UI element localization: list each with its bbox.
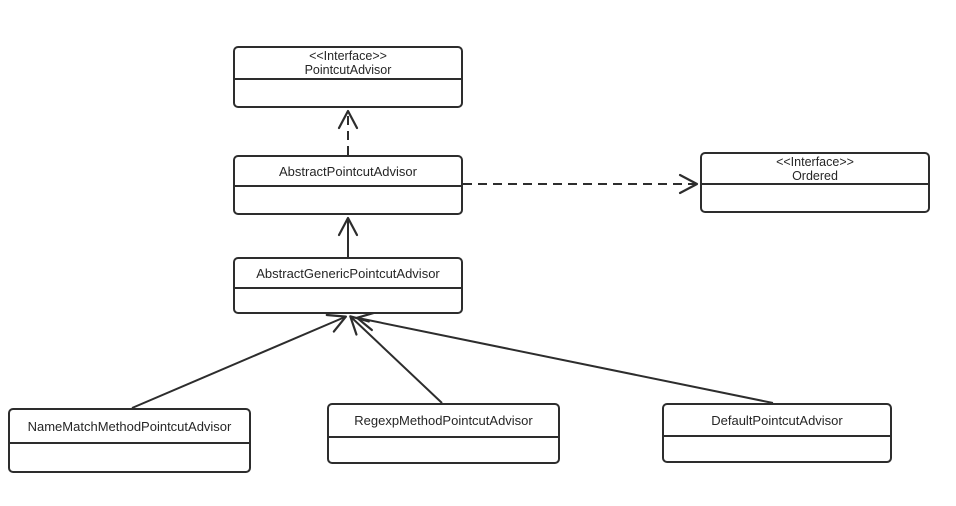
class-title-section: AbstractPointcutAdvisor bbox=[235, 157, 461, 187]
edge-inheritance-regexpmethodpointcutadvisor-abstractgenericpointcutadvisor[interactable] bbox=[349, 315, 443, 404]
class-name: DefaultPointcutAdvisor bbox=[711, 412, 843, 428]
stereotype-label: <<Interface>> bbox=[776, 154, 854, 169]
class-box-abstractpointcutadvisor[interactable]: AbstractPointcutAdvisor bbox=[233, 155, 463, 215]
class-name: AbstractGenericPointcutAdvisor bbox=[256, 265, 440, 281]
class-title-section: NameMatchMethodPointcutAdvisor bbox=[10, 410, 249, 444]
class-members-section bbox=[235, 187, 461, 213]
class-box-pointcutadvisor[interactable]: <<Interface>> PointcutAdvisor bbox=[233, 46, 463, 108]
class-box-abstractgenericpointcutadvisor[interactable]: AbstractGenericPointcutAdvisor bbox=[233, 257, 463, 314]
class-box-regexpmethodpointcutadvisor[interactable]: RegexpMethodPointcutAdvisor bbox=[327, 403, 560, 464]
class-box-namematchmethodpointcutadvisor[interactable]: NameMatchMethodPointcutAdvisor bbox=[8, 408, 251, 473]
class-title-section: AbstractGenericPointcutAdvisor bbox=[235, 259, 461, 289]
class-box-ordered[interactable]: <<Interface>> Ordered bbox=[700, 152, 930, 213]
class-name: AbstractPointcutAdvisor bbox=[278, 163, 417, 179]
class-members-section bbox=[235, 289, 461, 312]
class-title-section: DefaultPointcutAdvisor bbox=[664, 405, 890, 437]
class-members-section bbox=[664, 437, 890, 461]
stereotype-label: <<Interface>> bbox=[309, 49, 387, 63]
class-name: NameMatchMethodPointcutAdvisor bbox=[27, 418, 232, 434]
class-box-defaultpointcutadvisor[interactable]: DefaultPointcutAdvisor bbox=[662, 403, 892, 463]
class-members-section bbox=[329, 438, 558, 462]
class-title-section: <<Interface>> PointcutAdvisor bbox=[235, 48, 461, 80]
class-title-section: RegexpMethodPointcutAdvisor bbox=[329, 405, 558, 438]
class-name: PointcutAdvisor bbox=[304, 63, 392, 77]
class-members-section bbox=[10, 444, 249, 471]
class-title-section: <<Interface>> Ordered bbox=[702, 154, 928, 185]
class-name: RegexpMethodPointcutAdvisor bbox=[354, 413, 533, 428]
class-name: Ordered bbox=[792, 168, 838, 183]
edge-inheritance-namematchmethodpointcutadvisor-abstractgenericpointcutadvisor[interactable] bbox=[131, 313, 348, 409]
edge-inheritance-defaultpointcutadvisor-abstractgenericpointcutadvisor[interactable] bbox=[355, 311, 774, 404]
class-members-section bbox=[235, 80, 461, 106]
class-members-section bbox=[702, 185, 928, 211]
